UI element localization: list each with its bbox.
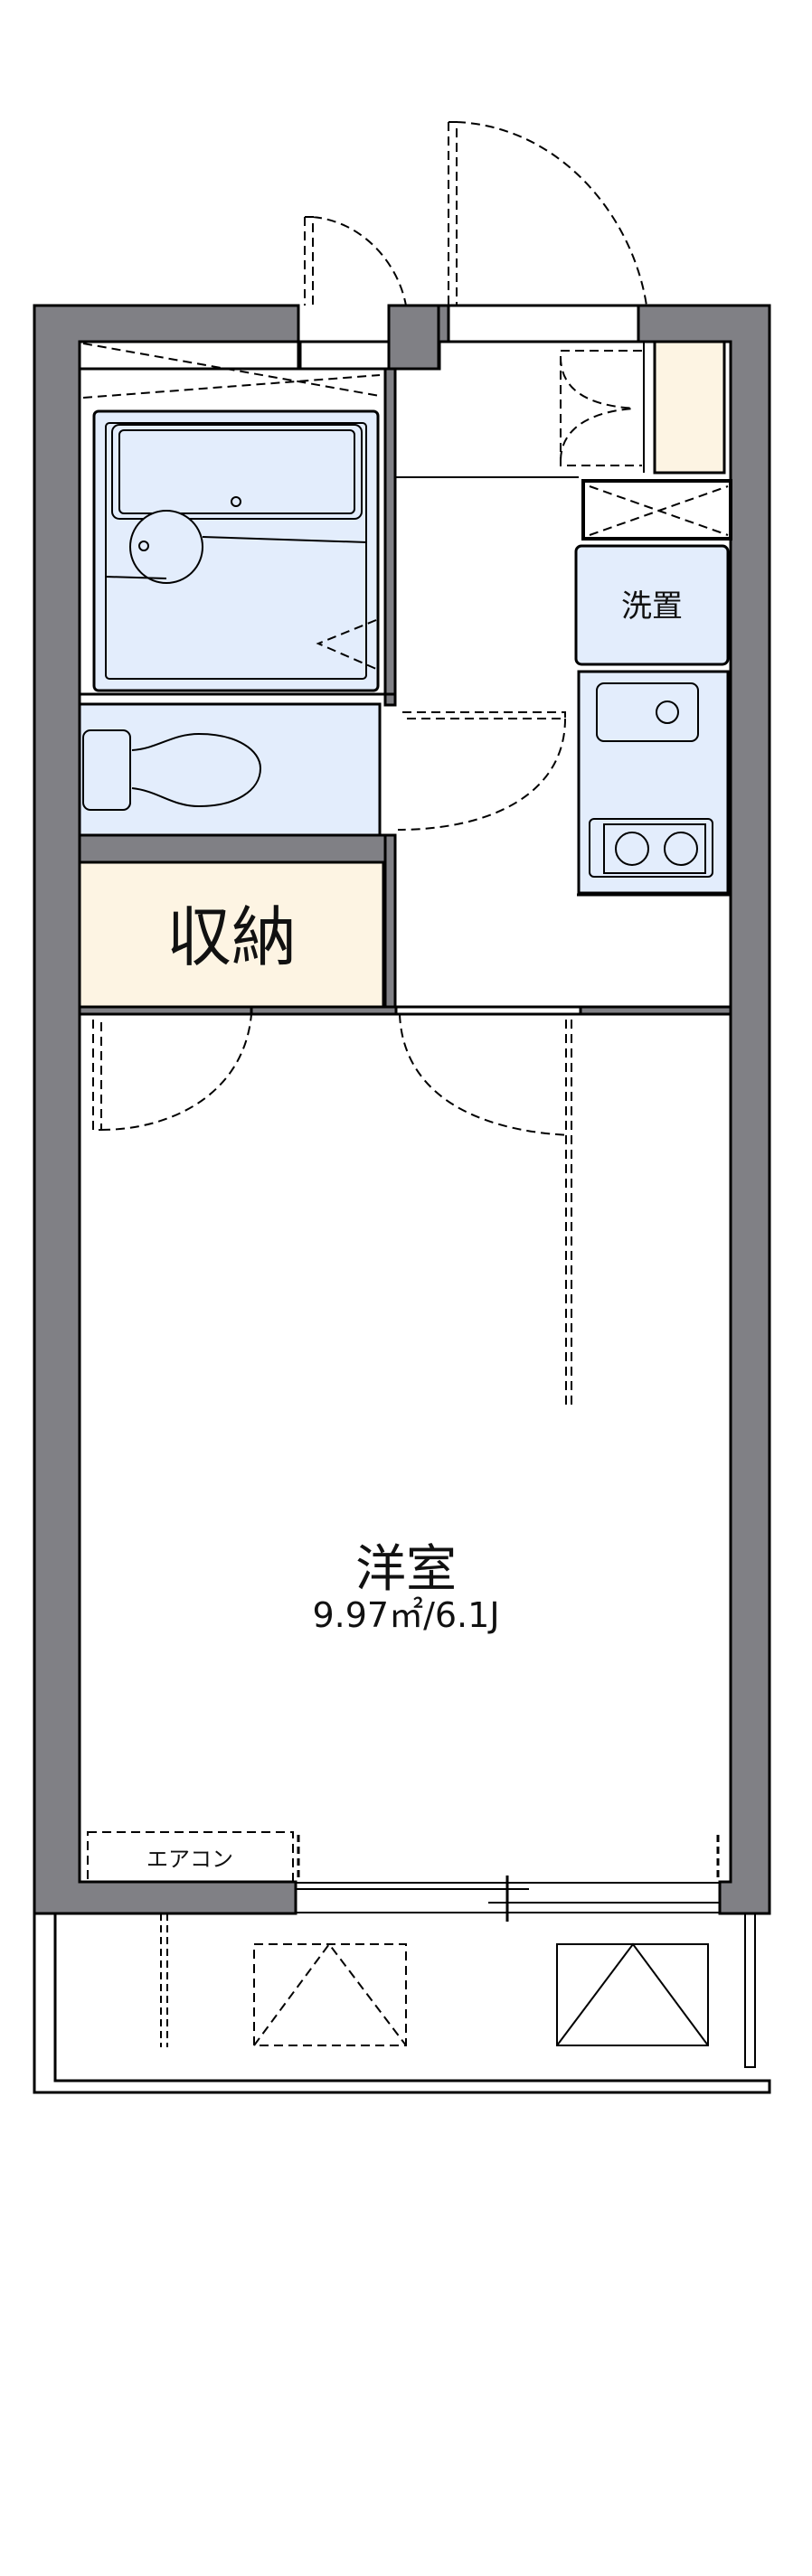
- partition-wall: [383, 367, 397, 696]
- storage-label: 収納: [166, 899, 297, 975]
- sink: [596, 682, 699, 742]
- balcony-window: [296, 1876, 720, 1922]
- entry-door-swing: [448, 121, 647, 306]
- toilet-tank: [82, 729, 131, 811]
- aircon-label: エアコン: [146, 1847, 233, 1872]
- aircon-box: [87, 1831, 294, 1883]
- meter-box: [581, 479, 732, 541]
- room-area-label: 9.97㎡/6.1J: [312, 1595, 499, 1635]
- washer-label: 洗置: [621, 588, 683, 625]
- outdoor-unit-dashed: [253, 1942, 407, 2046]
- toilet-room: [78, 702, 382, 837]
- notch-window: [298, 340, 392, 371]
- outdoor-unit: [556, 1942, 709, 2046]
- washbasin: [129, 510, 203, 584]
- washer-space: [574, 544, 730, 666]
- storage-room: [78, 860, 385, 1009]
- toilet-bowl: [131, 732, 262, 808]
- room-name-label: 洋室: [355, 1540, 457, 1599]
- stove: [589, 818, 713, 878]
- balcony: [33, 1913, 771, 2094]
- shoe-cabinet: [653, 340, 726, 475]
- window-swing: [304, 216, 407, 306]
